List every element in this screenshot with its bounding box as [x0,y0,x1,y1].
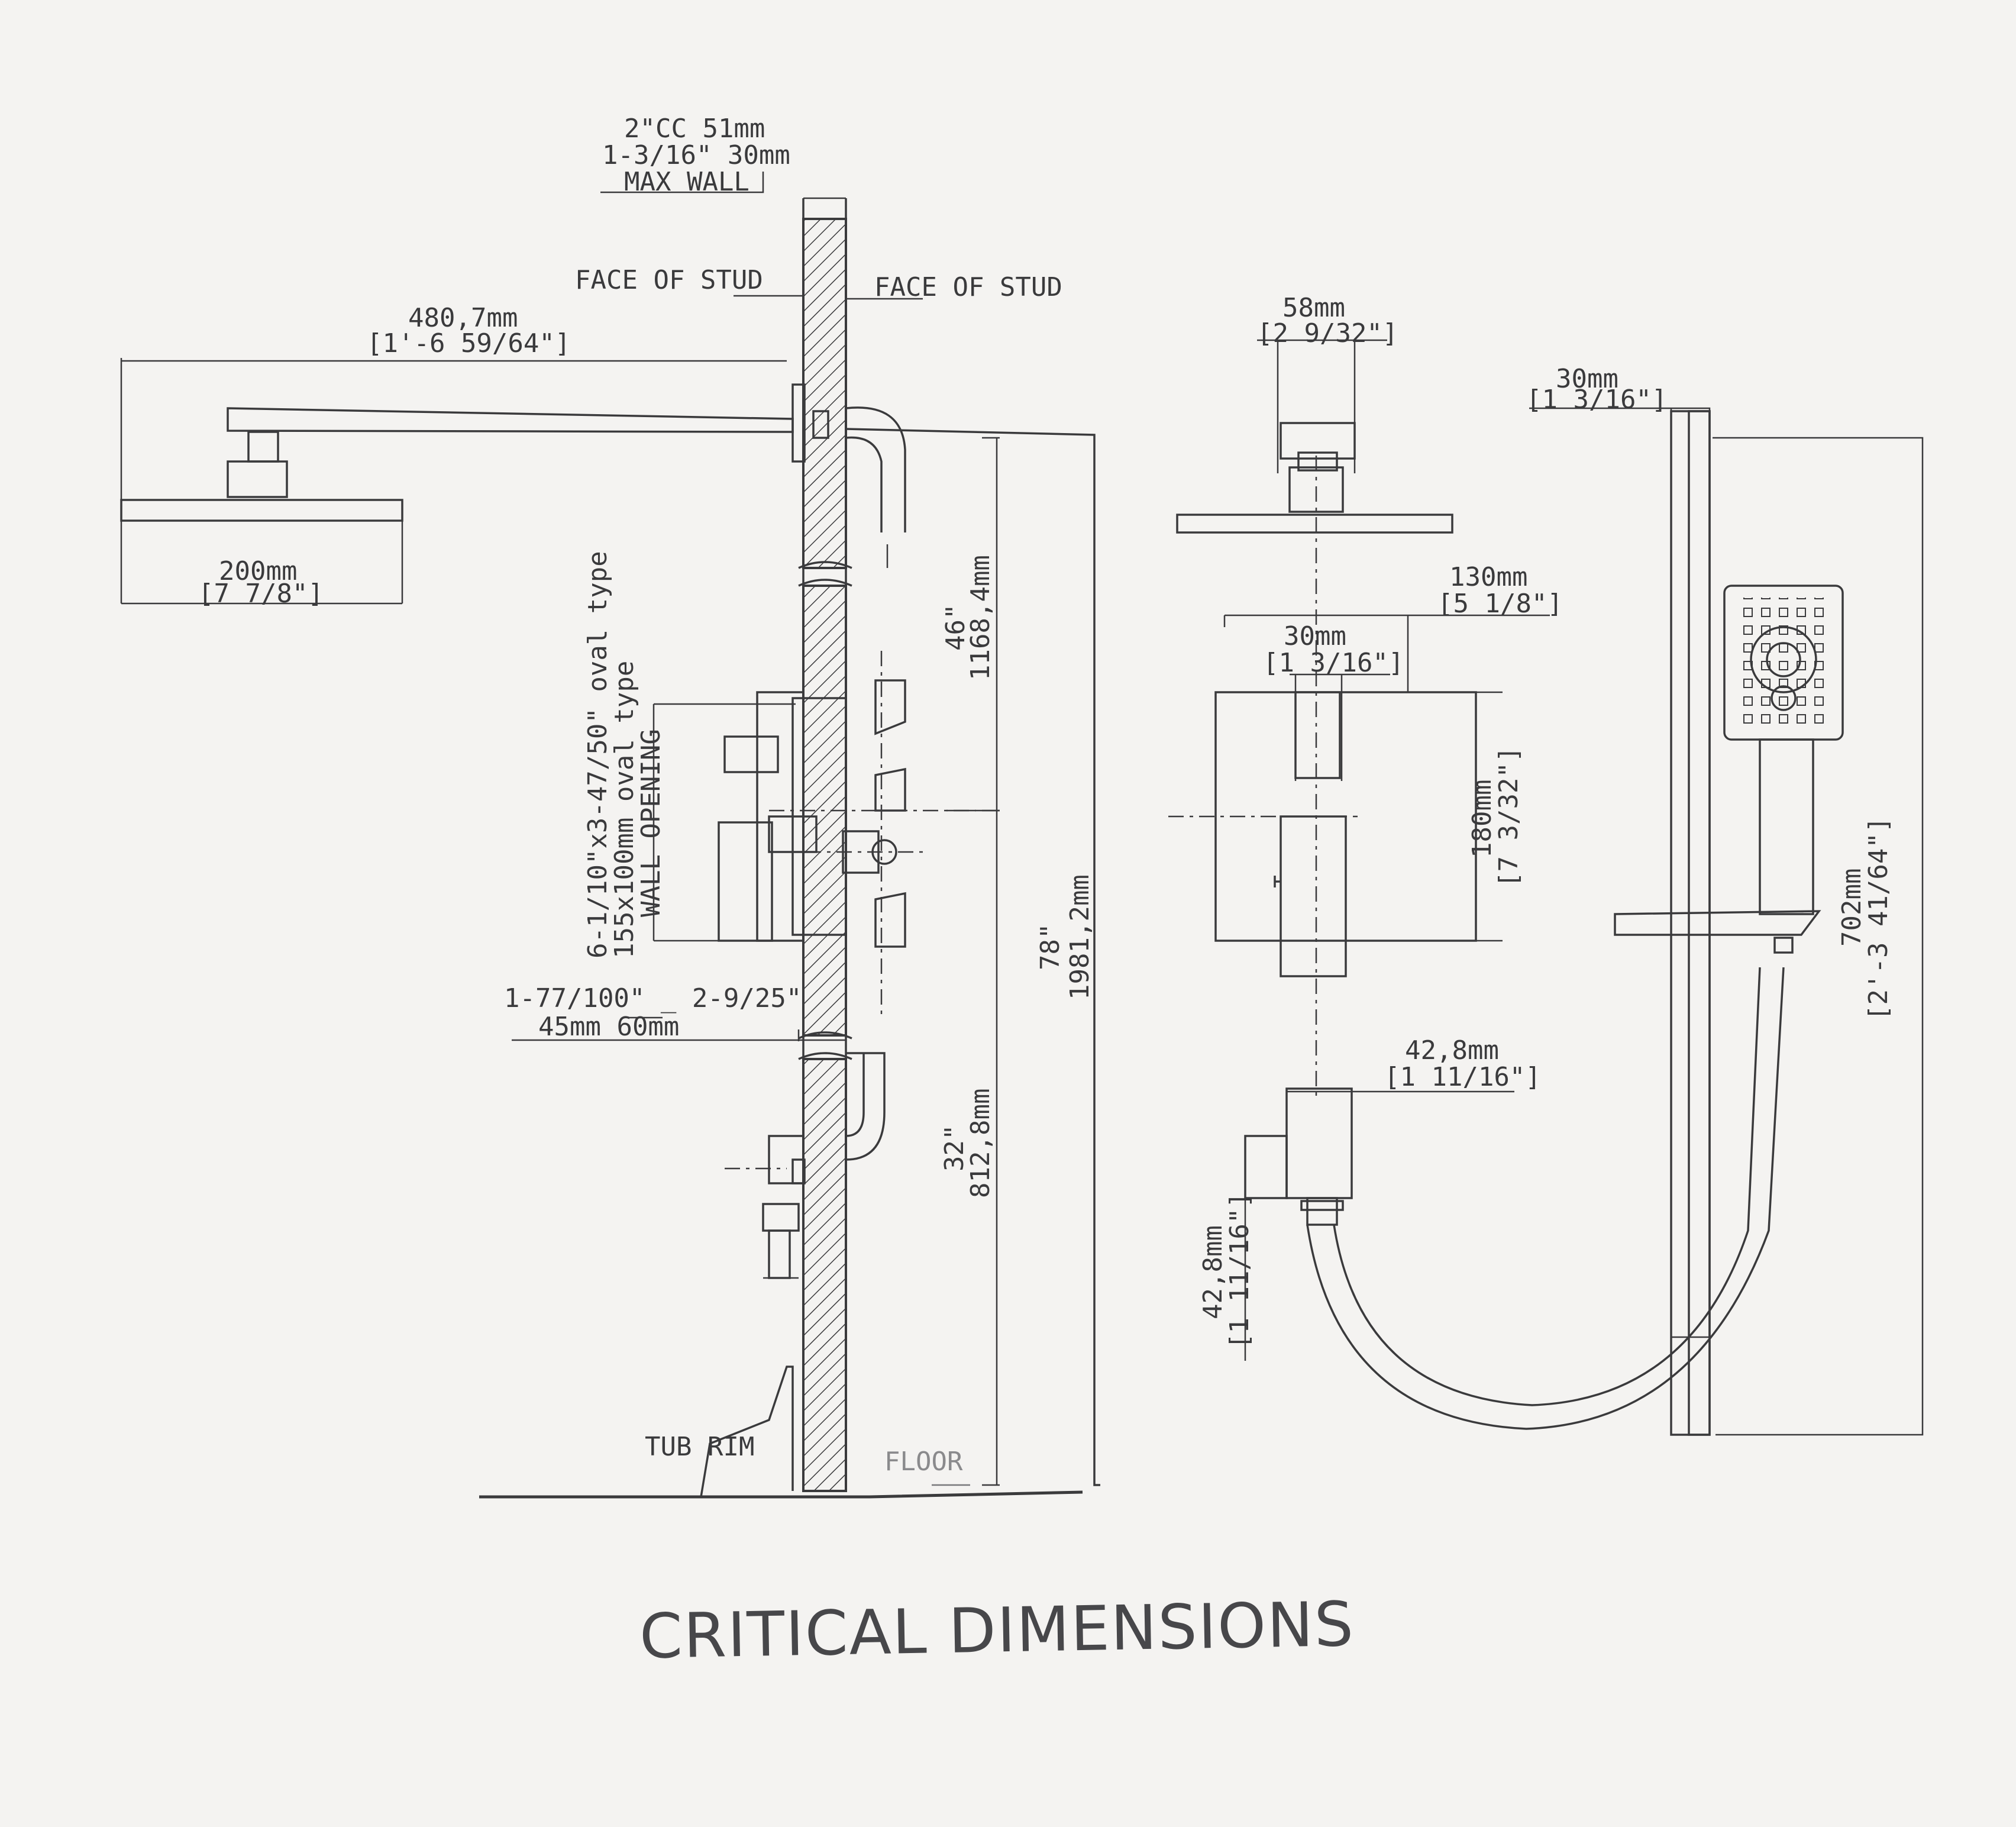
dim-78-in: 78" [1035,924,1065,970]
wall-thickness-line-1: 2"CC 51mm [624,114,765,144]
dim-46-mm: 1168,4mm [965,555,996,680]
tub-spout-side [725,1052,886,1279]
handle-width-in: [1 3/16"] [1263,648,1404,678]
side-view: 2"CC 51mm 1-3/16" 30mm MAX WALL FACE OF … [120,114,1100,1499]
rain-shower-head-front [1176,339,1453,534]
outlet-width-mm: 42,8mm [1405,1035,1499,1066]
floor-label: FLOOR [884,1447,963,1477]
plate-width-in: [5 1/8"] [1437,589,1563,619]
face-of-stud-right: FACE OF STUD [874,272,1062,302]
tub-spout-front [1244,967,1785,1430]
dim-32-in: 32" [939,1125,970,1171]
hand-shower [1614,585,1844,954]
face-of-stud-left: FACE OF STUD [575,265,763,295]
floor-and-tub [479,1366,1083,1499]
bar-width-mm: 30mm [1556,364,1618,394]
wall-opening-line-1: 6-1/10"x3-47/50" oval type [583,551,613,958]
rain-shower-head-side [120,358,906,605]
outlet-width-in: [1 11/16"] [1384,1062,1541,1092]
head-width-in: [7 7/8"] [198,579,324,609]
wall-opening-label: WALL OPENING [636,729,666,917]
front-view: 58mm [2 9/32"] 130mm [5 1/8"] 30mm [1 3/… [1168,293,1785,1430]
plate-height-mm: 180mm [1467,780,1497,858]
outlet-height-in: [1 11/16"] [1225,1192,1255,1349]
offset-mm: 45mm 60mm [538,1012,679,1042]
head-width-mm: 200mm [219,556,297,586]
outlet-height-mm: 42,8mm [1198,1225,1228,1319]
page-title: CRITICAL DIMENSIONS [639,1587,1355,1673]
handle-width-mm: 30mm [1284,621,1346,651]
mixing-valve-side [652,651,976,1018]
bar-width-in: [1 3/16"] [1526,385,1667,415]
plate-height-in: [7 3/32"] [1494,747,1524,887]
trim-plate-front [1168,614,1550,977]
wall-opening-line-2: 155x100mm oval type [609,661,639,958]
tub-rim-label: TUB RIM [645,1432,754,1462]
head-width-front-in: [2 9/32"] [1257,318,1398,348]
dim-78-mm: 1981,2mm [1065,874,1095,1000]
bar-height-in: [2'-3 41/64"] [1863,817,1894,1021]
dim-32-mm: 812,8mm [965,1089,996,1198]
slide-bar-view: 30mm [1 3/16"] 702mm [2'-3 41/64"] [1526,364,1924,1436]
arm-length-in: [1'-6 59/64"] [367,328,570,359]
wall-thickness-line-2: 1-3/16" 30mm [602,140,790,170]
plate-width-mm: 130mm [1449,562,1527,592]
head-width-front-mm: 58mm [1282,293,1345,323]
max-wall-label: MAX WALL [624,167,749,197]
arm-length-mm: 480,7mm [408,303,518,333]
dim-46-in: 46" [941,604,971,651]
bar-height-mm: 702mm [1837,869,1867,947]
offset-in: 1-77/100" _ 2-9/25" [504,983,802,1013]
